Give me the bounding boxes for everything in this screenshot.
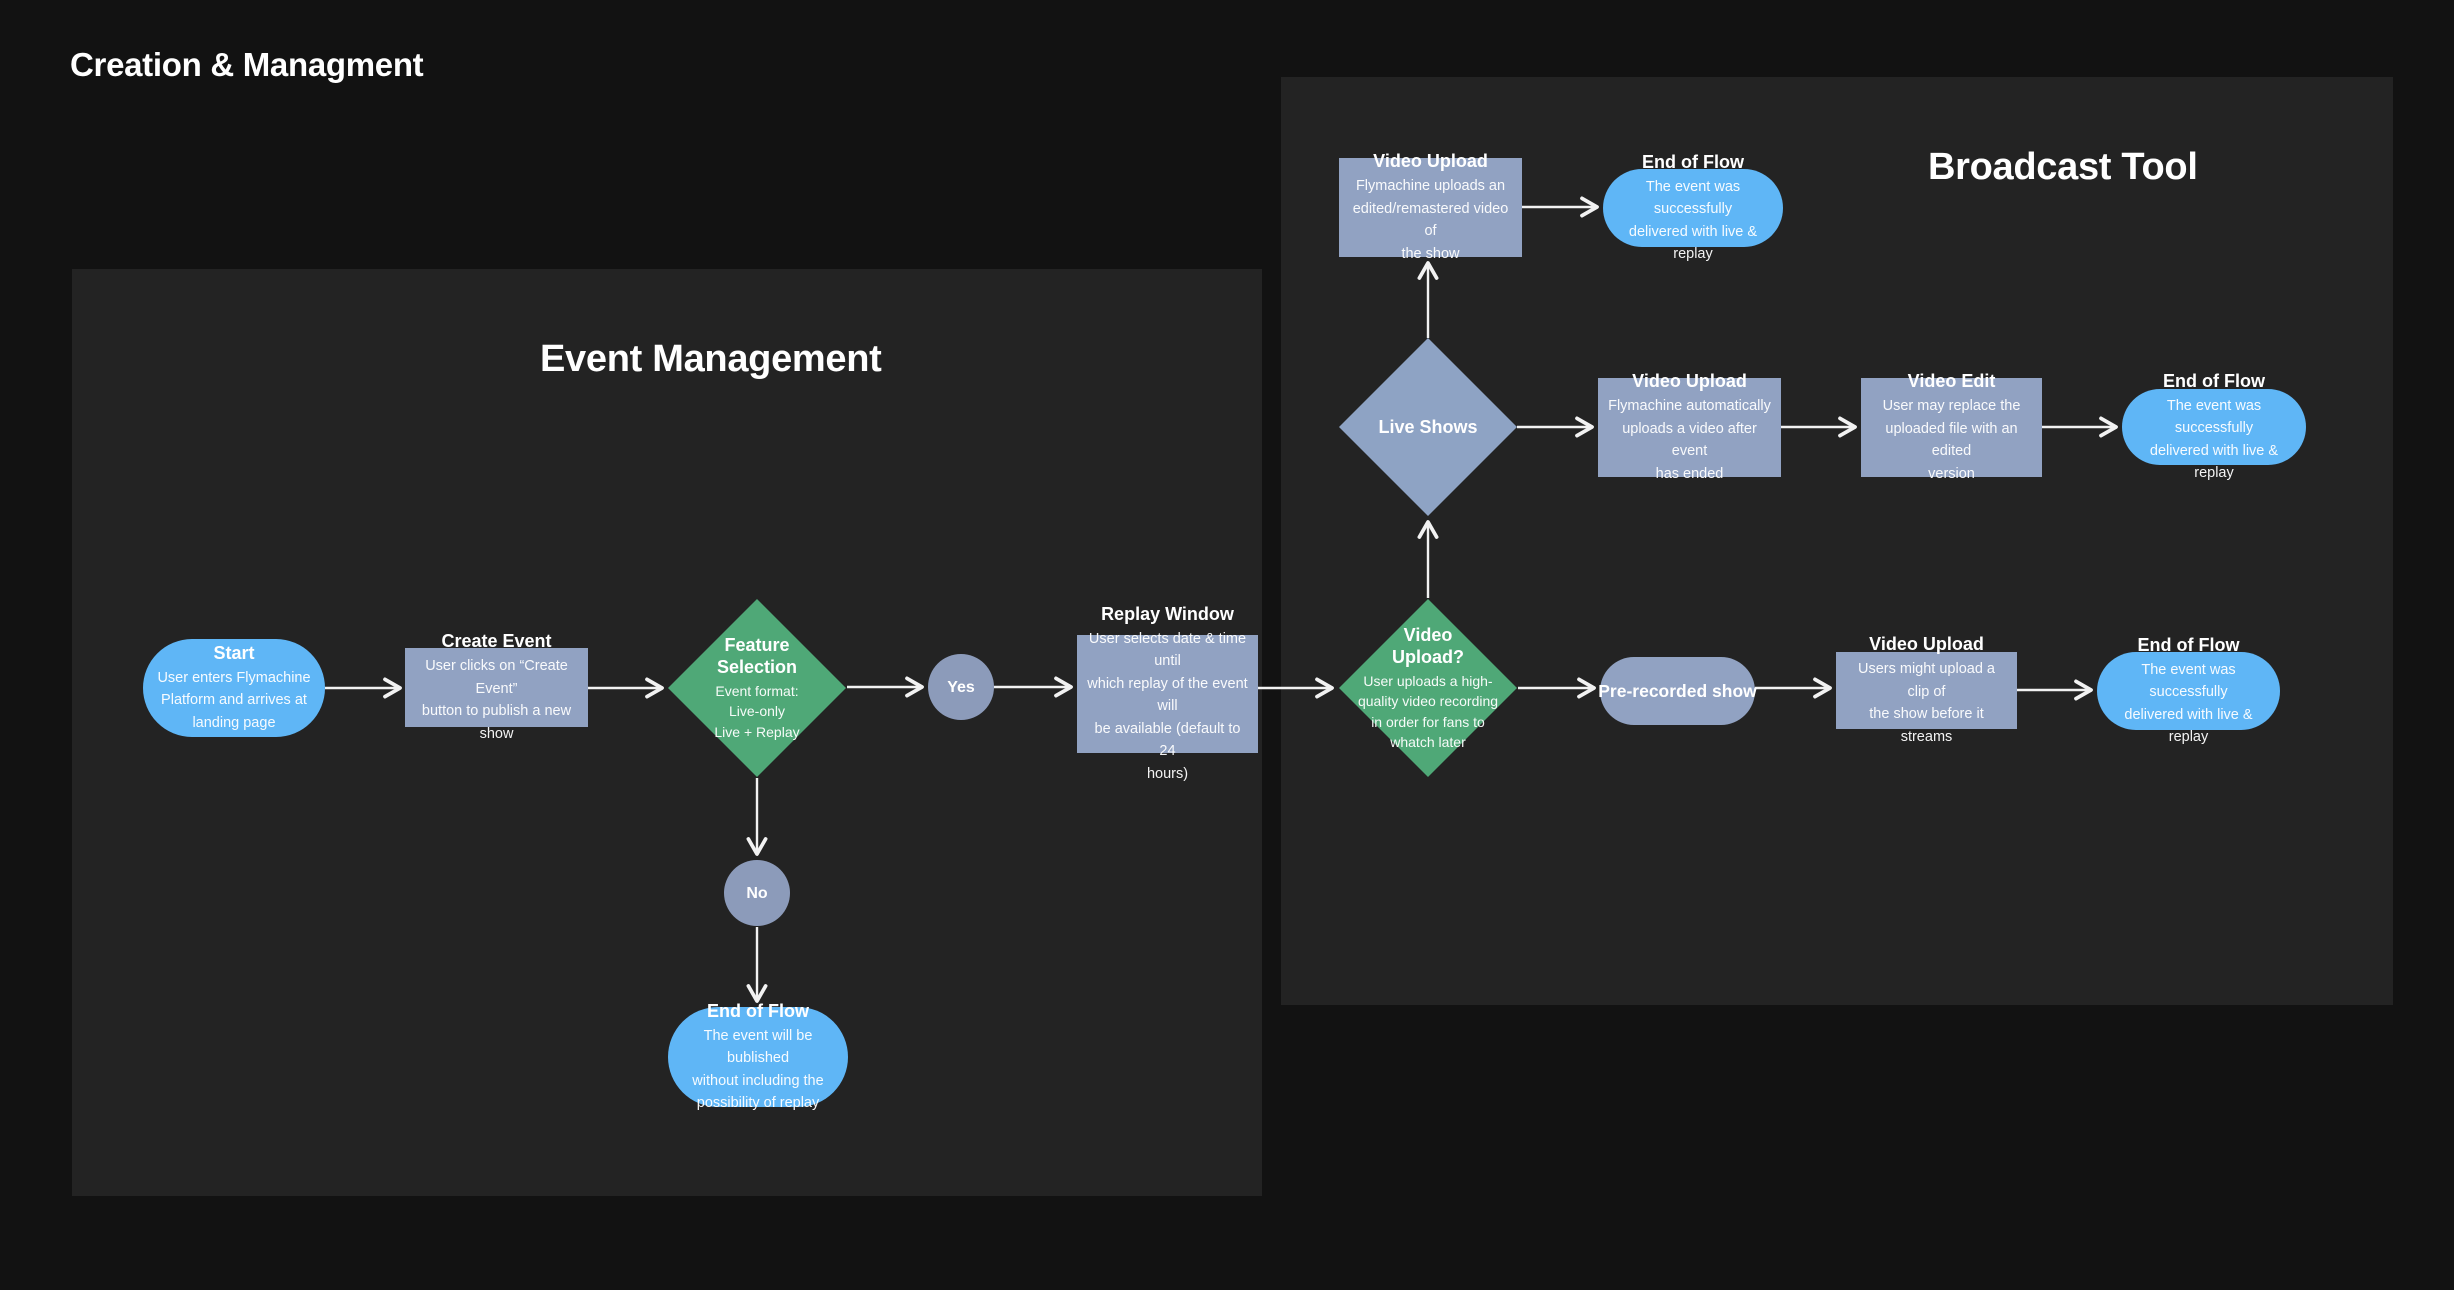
video-upload-mid-node[interactable]: Video Upload Flymachine automatically up… bbox=[1598, 371, 1781, 482]
diamond-shape bbox=[1339, 599, 1517, 777]
video-upload-mid-title: Video Upload bbox=[1632, 371, 1747, 391]
pre-recorded-show-node[interactable]: Pre-recorded show bbox=[1598, 657, 1757, 725]
video-upload-decision-body: User uploads a high- quality video recor… bbox=[1357, 672, 1499, 751]
diamond-shape bbox=[668, 599, 846, 777]
video-upload-bottom-title: Video Upload bbox=[1869, 634, 1984, 654]
video-edit-title: Video Edit bbox=[1907, 371, 1996, 391]
video-upload-top-node[interactable]: Video Upload Flymachine uploads an edite… bbox=[1339, 151, 1522, 262]
live-shows-title: Live Shows bbox=[1378, 417, 1478, 437]
broadcast-tool-heading: Broadcast Tool bbox=[1928, 146, 2198, 188]
create-event-node[interactable]: Create Event User clicks on “Create Even… bbox=[405, 631, 588, 742]
feature-selection-title: Feature Selection bbox=[716, 634, 798, 677]
end-of-flow-mid-title: End of Flow bbox=[2163, 370, 2265, 391]
end-of-flow-mid-node[interactable]: End of Flow The event was successfully d… bbox=[2122, 371, 2306, 481]
replay-window-node[interactable]: Replay Window User selects date & time u… bbox=[1077, 604, 1258, 782]
video-upload-bottom-body: Users might upload a clip of the show be… bbox=[1857, 661, 1995, 745]
no-label: No bbox=[746, 884, 768, 902]
end-of-flow-top-node[interactable]: End of Flow The event was successfully d… bbox=[1603, 152, 1783, 262]
video-upload-decision-title: Video Upload? bbox=[1392, 624, 1464, 667]
start-node[interactable]: Start User enters Flymachine Platform an… bbox=[143, 639, 325, 737]
create-event-node-title: Create Event bbox=[441, 631, 552, 651]
pre-recorded-show-title: Pre-recorded show bbox=[1598, 680, 1757, 701]
replay-window-body: User selects date & time until which rep… bbox=[1087, 630, 1248, 782]
video-upload-mid-body: Flymachine automatically uploads a video… bbox=[1608, 398, 1771, 482]
no-circle[interactable]: No bbox=[724, 860, 790, 926]
video-upload-top-title: Video Upload bbox=[1373, 151, 1488, 171]
end-of-flow-top-body: The event was successfully delivered wit… bbox=[1628, 178, 1758, 263]
feature-selection-body: Event format: Live-only Live + Replay bbox=[714, 682, 800, 740]
replay-window-title: Replay Window bbox=[1101, 603, 1234, 624]
end-of-flow-bottom-body: The event was successfully delivered wit… bbox=[2124, 661, 2253, 746]
event-management-heading: Event Management bbox=[540, 338, 882, 380]
video-upload-bottom-node[interactable]: Video Upload Users might upload a clip o… bbox=[1836, 634, 2017, 745]
end-of-flow-bottom-title: End of Flow bbox=[2137, 634, 2240, 655]
video-edit-node[interactable]: Video Edit User may replace the uploaded… bbox=[1861, 371, 2042, 482]
diamond-shape bbox=[1339, 338, 1517, 516]
start-node-title: Start bbox=[213, 642, 255, 663]
end-of-flow-mid-body: The event was successfully delivered wit… bbox=[2149, 397, 2279, 482]
end-of-flow-bottom-node[interactable]: End of Flow The event was successfully d… bbox=[2097, 635, 2280, 745]
feature-selection-decision[interactable]: Feature Selection Event format: Live-onl… bbox=[667, 598, 847, 778]
end-of-flow-em-body: The event will be bublished without incl… bbox=[692, 1027, 824, 1112]
end-of-flow-top-title: End of Flow bbox=[1642, 151, 1744, 172]
live-shows-decision[interactable]: Live Shows bbox=[1338, 337, 1518, 517]
yes-label: Yes bbox=[947, 678, 975, 696]
video-upload-decision[interactable]: Video Upload? User uploads a high- quali… bbox=[1338, 598, 1518, 778]
yes-circle[interactable]: Yes bbox=[928, 654, 994, 720]
create-event-node-body: User clicks on “Create Event” button to … bbox=[421, 658, 572, 742]
video-upload-top-body: Flymachine uploads an edited/remastered … bbox=[1352, 178, 1509, 262]
end-of-flow-em-title: End of Flow bbox=[707, 1000, 809, 1021]
page-title: Creation & Managment bbox=[70, 46, 424, 83]
video-edit-body: User may replace the uploaded file with … bbox=[1882, 398, 2021, 482]
end-of-flow-em-node[interactable]: End of Flow The event will be bublished … bbox=[668, 1001, 848, 1111]
start-node-body: User enters Flymachine Platform and arri… bbox=[157, 669, 311, 731]
